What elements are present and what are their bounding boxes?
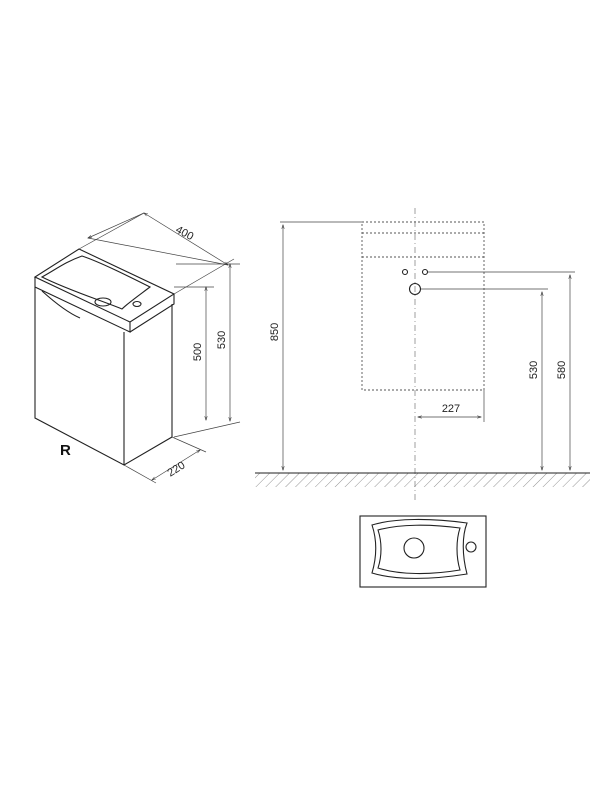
supply-hole-right bbox=[421, 268, 429, 276]
iso-top-front-edge bbox=[34, 277, 131, 333]
iso-width-label: 400 bbox=[173, 224, 195, 243]
iso-tap-hole bbox=[132, 300, 142, 308]
floor-height-label: 850 bbox=[269, 323, 281, 341]
top-drain bbox=[403, 537, 425, 559]
iso-door-cutout bbox=[41, 290, 81, 319]
iso-cabinet-side bbox=[123, 304, 173, 466]
top-basin-outer bbox=[371, 518, 468, 579]
front-view: 850 530 580 227 bbox=[255, 208, 590, 500]
iso-top-face bbox=[33, 248, 176, 323]
variant-label: R bbox=[60, 442, 71, 459]
top-outline bbox=[359, 515, 487, 588]
top-basin-inner bbox=[377, 524, 461, 575]
iso-top-side-edge bbox=[129, 294, 175, 333]
top-view bbox=[359, 515, 487, 588]
iso-cabinet-front bbox=[34, 287, 125, 466]
supply-hole-left bbox=[401, 268, 409, 276]
top-tap-hole bbox=[465, 541, 477, 553]
floor-hatch bbox=[255, 473, 590, 487]
drain-height-label: 530 bbox=[528, 361, 540, 379]
offset-label: 227 bbox=[442, 403, 460, 415]
iso-depth-label: 220 bbox=[165, 460, 187, 480]
iso-height-cabinet-label: 500 bbox=[192, 343, 204, 361]
iso-basin-bowl bbox=[40, 255, 152, 310]
supply-height-label: 580 bbox=[556, 361, 568, 379]
iso-drain-hole bbox=[94, 297, 112, 307]
drain-hole bbox=[408, 282, 422, 296]
front-unit-outline bbox=[361, 221, 485, 391]
isometric-view: 400 220 500 530 R bbox=[33, 213, 241, 484]
iso-height-total-label: 530 bbox=[216, 331, 228, 349]
